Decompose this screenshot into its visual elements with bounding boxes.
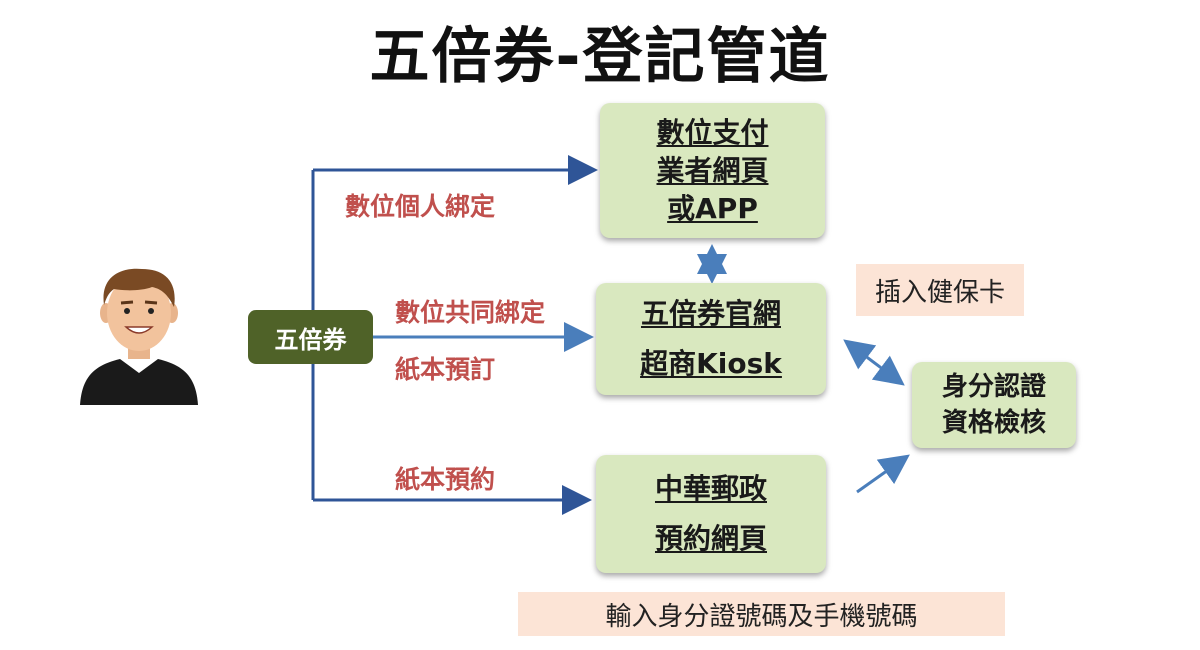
label-digital-personal: 數位個人綁定 [345,192,496,221]
box-identity-verify-line: 身分認證 [941,372,1046,402]
arrow-official-verify [843,339,905,386]
box-official-site: 五倍券官網 超商Kiosk [596,283,826,395]
box-digital-payment-line: 或APP [667,191,758,225]
box-identity-verify: 身分認證 資格檢核 [912,362,1076,448]
box-digital-payment-line: 數位支付 [656,115,769,149]
box-digital-payment-line: 業者網頁 [656,153,769,187]
page-title: 五倍券-登記管道 [369,22,831,92]
note-insert-health-card: 插入健保卡 [856,264,1024,316]
hub-five-times-voucher: 五倍券 [248,310,373,364]
box-official-site-line: 超商Kiosk [640,347,782,380]
box-post-office: 中華郵政 預約網頁 [596,455,826,573]
note-enter-id: 輸入身分證號碼及手機號碼 [518,592,1005,636]
box-post-office-line: 中華郵政 [654,472,767,505]
label-paper-order: 紙本預訂 [395,355,496,384]
person-icon [80,268,198,405]
arrow-post-verify [856,454,910,494]
box-identity-verify-line: 資格檢核 [941,408,1046,438]
label-digital-shared: 數位共同綁定 [395,298,546,327]
label-paper-reserve: 紙本預約 [395,465,496,494]
box-post-office-line: 預約網頁 [654,522,767,555]
box-official-site-line: 五倍券官網 [640,297,781,330]
box-digital-payment: 數位支付 業者網頁 或APP [600,103,825,238]
